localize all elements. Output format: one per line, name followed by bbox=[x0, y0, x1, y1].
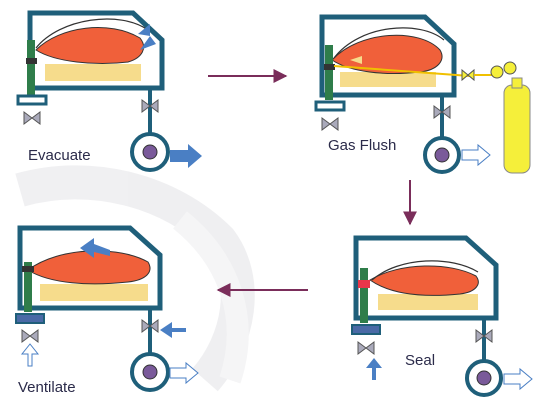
step-label-seal: Seal bbox=[405, 352, 435, 369]
gas-flush-pump-rotor bbox=[434, 147, 450, 163]
step-label-gas-flush: Gas Flush bbox=[328, 137, 396, 154]
evacuate-bellows bbox=[16, 94, 48, 106]
ventilate-product bbox=[27, 250, 151, 285]
gas-flush-chamber-group bbox=[314, 14, 531, 174]
ventilate-inflow-arrow bbox=[20, 343, 40, 367]
seal-pipe-valve bbox=[475, 329, 493, 343]
evacuate-bag-outline bbox=[35, 18, 149, 49]
gas-flush-product bbox=[331, 34, 443, 74]
regulator-gauge-right-icon bbox=[503, 61, 517, 75]
seal-bag-outline bbox=[371, 260, 479, 281]
gas-flush-tray bbox=[340, 72, 436, 87]
evacuate-flow-arrow-top bbox=[138, 24, 150, 36]
seal-left-valve bbox=[357, 341, 375, 355]
gas-flush-nozzle bbox=[333, 65, 471, 77]
seal-bar-hot bbox=[358, 280, 370, 288]
seal-pump-rotor bbox=[476, 370, 492, 386]
gas-flush-bellows bbox=[314, 100, 346, 112]
seal-chamber-group bbox=[351, 235, 533, 397]
seal-product bbox=[369, 265, 479, 296]
gas-valve-icon bbox=[461, 68, 475, 82]
step-label-ventilate: Ventilate bbox=[18, 379, 76, 396]
evacuate-pump-rotor bbox=[142, 144, 158, 160]
evacuate-seal-bar bbox=[26, 58, 37, 64]
evacuate-piston bbox=[27, 40, 35, 95]
gas-flush-pipe-valve bbox=[433, 105, 451, 119]
gas-flush-piston bbox=[325, 45, 333, 100]
evacuate-left-valve bbox=[23, 111, 41, 125]
gas-flush-bag-outline bbox=[333, 27, 445, 59]
ventilate-piston bbox=[24, 262, 32, 312]
gas-flush-seal-bar bbox=[324, 64, 335, 70]
ventilate-pump-rotor bbox=[142, 364, 158, 380]
evacuate-tray bbox=[45, 64, 141, 81]
ventilate-left-valve bbox=[21, 329, 39, 343]
gas-flush-inflow-arrow bbox=[350, 56, 362, 64]
evacuate-flow-arrow-up-right bbox=[140, 36, 156, 50]
seal-tray bbox=[378, 294, 478, 310]
step-label-evacuate: Evacuate bbox=[28, 147, 91, 164]
ventilate-flow-arrow bbox=[80, 238, 110, 258]
seal-exhaust-arrow bbox=[503, 367, 533, 391]
gas-cylinder bbox=[503, 84, 531, 174]
ventilate-exhaust-arrow bbox=[169, 361, 199, 385]
regulator-gauge-left-icon bbox=[490, 65, 504, 79]
seal-bellows bbox=[351, 324, 381, 335]
background-swirl bbox=[15, 165, 255, 392]
ventilate-chamber-group bbox=[15, 225, 199, 392]
evacuate-exhaust-arrow bbox=[170, 144, 202, 168]
ventilate-seal-bar bbox=[22, 266, 34, 272]
evacuate-pipe-valve bbox=[141, 99, 159, 113]
evacuate-product bbox=[35, 27, 144, 64]
ventilate-tray bbox=[40, 284, 148, 301]
evacuate-chamber-group bbox=[16, 10, 202, 172]
ventilate-pipe-valve bbox=[141, 319, 159, 333]
gas-flush-left-valve bbox=[321, 117, 339, 131]
ventilate-bellows bbox=[15, 313, 45, 324]
seal-inflow-arrow bbox=[366, 358, 382, 380]
ventilate-inflow-side-arrow bbox=[160, 322, 186, 338]
gas-flush-exhaust-arrow bbox=[461, 143, 491, 167]
seal-piston bbox=[360, 268, 368, 323]
